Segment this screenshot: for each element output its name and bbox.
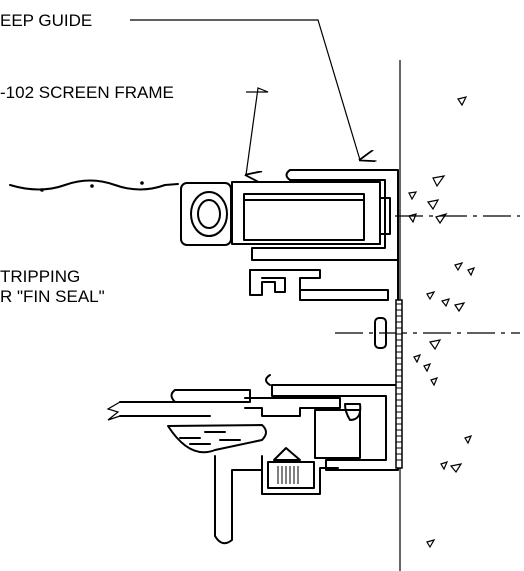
sill-section: [106, 389, 362, 545]
screen-fabric: [9, 179, 179, 192]
weep-guide-label: EEP GUIDE: [0, 11, 92, 30]
screen-frame: [231, 181, 391, 245]
stripping-label-line2: R "FIN SEAL": [0, 287, 105, 306]
screen-frame-leader: [246, 87, 269, 175]
main-frame: [249, 259, 399, 471]
center-lines: [335, 215, 520, 334]
screen-frame-label: -102 SCREEN FRAME: [0, 83, 174, 102]
weep-guide-leader: [130, 19, 360, 160]
fin-seal: [395, 299, 403, 469]
weep-guide: [251, 169, 399, 261]
stripping-label-line1: TRIPPING: [0, 267, 80, 286]
spline-roller: [180, 182, 232, 246]
concrete-aggregate: [408, 96, 476, 549]
